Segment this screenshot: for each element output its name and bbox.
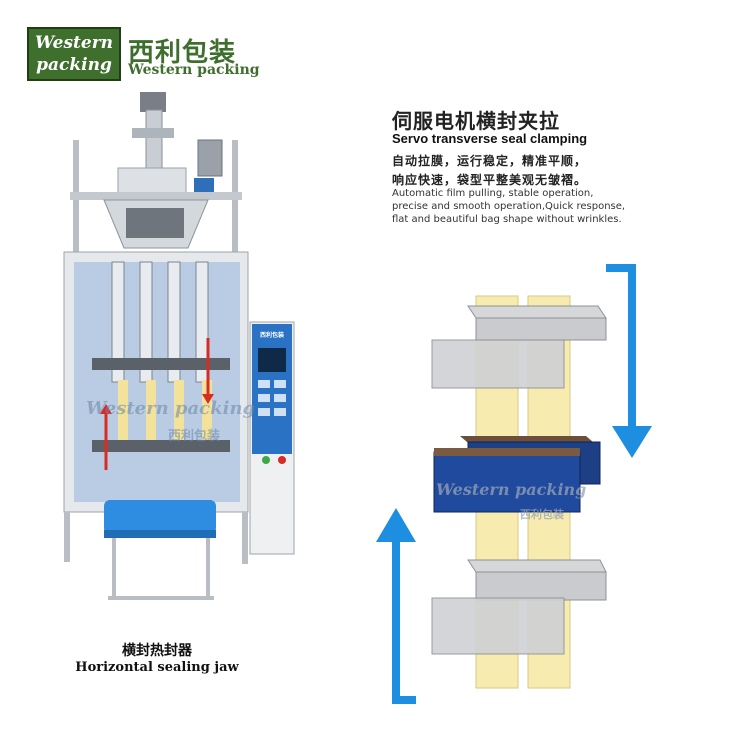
- diagram-arrow-up-head: [376, 508, 416, 542]
- hopper-window: [126, 208, 184, 238]
- control-screen: [258, 348, 286, 372]
- heat-jaw-back: [467, 441, 601, 485]
- post-right: [232, 140, 238, 260]
- conveyor-belt-edge: [104, 530, 216, 538]
- feeder-top: [140, 92, 166, 112]
- panel-button-5: [258, 408, 270, 416]
- discharge-conveyor: [104, 500, 216, 534]
- feature-title-cn: 伺服电机横封夹拉: [392, 109, 560, 133]
- feeder-ring: [132, 128, 174, 138]
- feature-desc-en: Automatic film pulling, stable operation…: [392, 188, 626, 225]
- logo-box-line2: packing: [36, 55, 112, 75]
- control-column: [249, 321, 295, 555]
- panel-button-6: [274, 408, 286, 416]
- machine-watermark-cn: 西利包装: [168, 429, 221, 444]
- machine-watermark-en: Western packing: [86, 398, 256, 419]
- heat-jaw-front-top: [434, 448, 580, 456]
- caption-en: Horizontal sealing jaw: [75, 660, 239, 675]
- control-panel: [252, 324, 292, 454]
- forming-tube-2: [139, 261, 153, 383]
- panel-button-1: [258, 380, 270, 388]
- diagram-watermark-en: Western packing: [436, 480, 587, 499]
- machine-cabinet: [63, 251, 249, 513]
- feature-desc-cn-line1: 自动拉膜，运行稳定，精准平顺，: [392, 154, 588, 168]
- logo-chinese-name: 西利包装: [128, 38, 237, 68]
- hopper: [103, 199, 209, 249]
- control-panel-label: 西利包装: [259, 332, 284, 339]
- feeder-tube: [145, 109, 163, 169]
- logo-box-line1: Western: [34, 33, 114, 53]
- bottom-jaw-back: [475, 571, 607, 601]
- motor-right: [197, 139, 223, 177]
- conveyor-leg-left: [112, 538, 116, 600]
- start-button-icon: [262, 456, 270, 464]
- vertical-seal-bar: [92, 358, 230, 370]
- bottom-jaw-back-top: [467, 559, 607, 573]
- forming-tube-3: [167, 261, 181, 383]
- top-jaw-back: [475, 317, 607, 341]
- panel-button-4: [274, 394, 286, 402]
- post-left: [73, 140, 79, 260]
- logo-english-name: Western packing: [128, 62, 260, 78]
- logo-box: Western packing: [27, 27, 121, 81]
- diagram-watermark-cn: 西利包装: [520, 508, 564, 521]
- feature-desc-cn-line2: 响应快速，袋型平整美观无皱褶。: [392, 173, 588, 187]
- caption-cn: 横封热封器: [122, 643, 192, 659]
- leg-left: [64, 512, 70, 562]
- conveyor-leg-right: [206, 538, 210, 600]
- crossbar: [70, 192, 242, 200]
- diagram-arrow-down-head: [612, 426, 652, 458]
- motor-right-base: [194, 178, 214, 196]
- stop-button-icon: [278, 456, 286, 464]
- cabinet-glass: [74, 262, 240, 502]
- bottom-jaw-front: [431, 597, 565, 655]
- panel-button-2: [274, 380, 286, 388]
- leg-right: [242, 512, 248, 564]
- diagram-arrow-up-line: [392, 538, 416, 704]
- feature-title-en: Servo transverse seal clamping: [392, 131, 588, 146]
- top-jaw-back-top: [467, 305, 607, 319]
- forming-tube-1: [111, 261, 125, 383]
- forming-tube-4: [195, 261, 209, 383]
- panel-button-3: [258, 394, 270, 402]
- hopper-top: [117, 167, 187, 195]
- conveyor-foot: [108, 596, 214, 600]
- diagram-arrow-down-line: [606, 264, 636, 430]
- heat-jaw-top: [460, 436, 600, 448]
- top-jaw-front: [431, 339, 565, 389]
